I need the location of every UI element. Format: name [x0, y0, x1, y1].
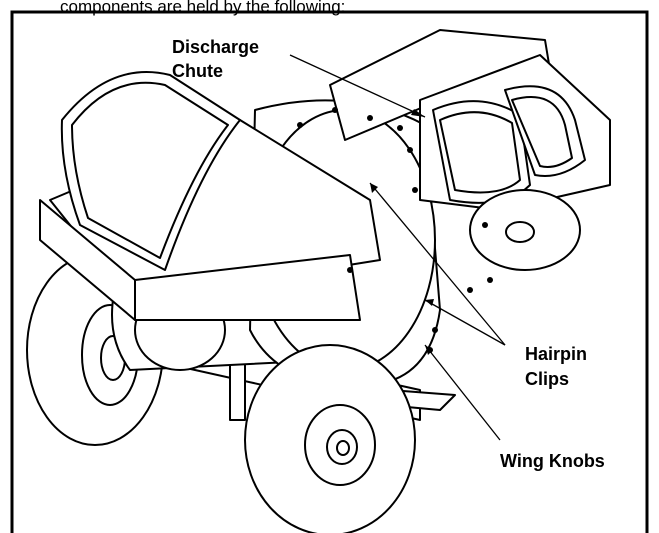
discharge-chute [329, 29, 611, 271]
figure-frame [10, 10, 649, 533]
label-discharge-chute-line2: Chute [172, 61, 223, 81]
feed-hopper [39, 71, 381, 321]
label-hairpin-clips-line2: Clips [525, 369, 569, 389]
front-wheel [244, 344, 416, 533]
callout-lines [289, 54, 506, 441]
callout-arrowheads [370, 109, 434, 355]
label-hairpin-clips-line1: Hairpin [525, 344, 587, 364]
label-wing-knobs: Wing Knobs [500, 451, 605, 471]
label-discharge-chute-line1: Discharge [172, 37, 259, 57]
